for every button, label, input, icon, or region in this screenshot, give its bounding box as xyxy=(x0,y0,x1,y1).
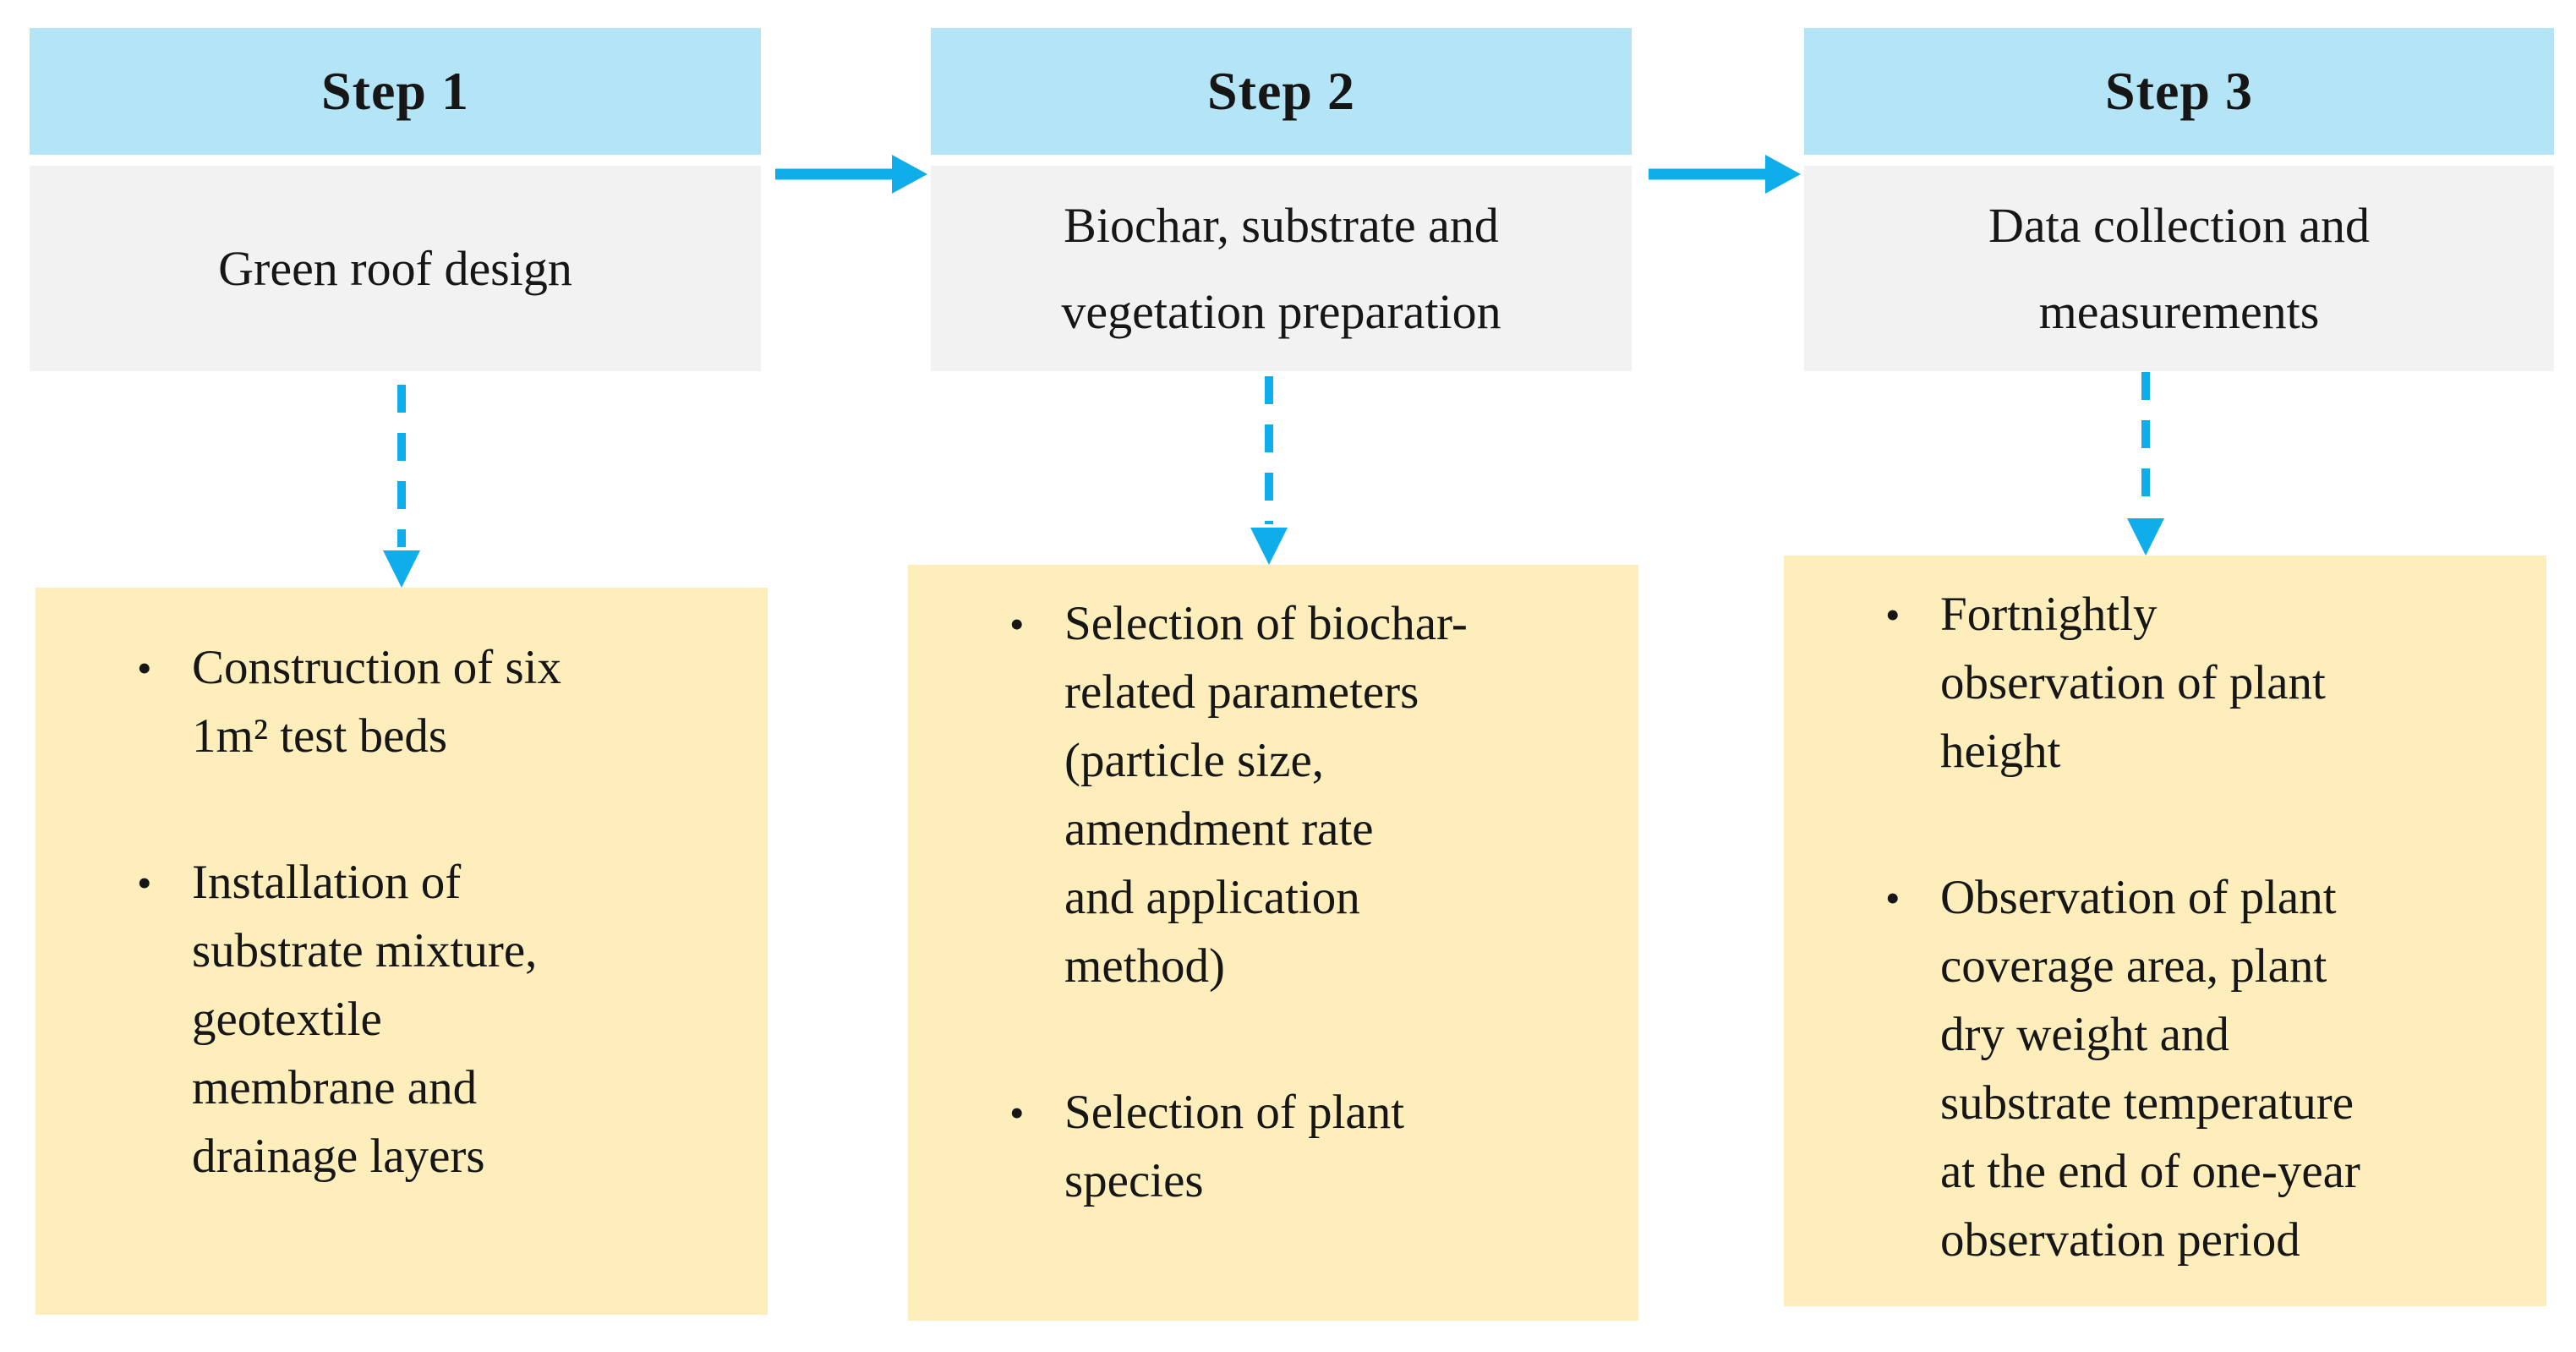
step1-stage-box: Green roof design xyxy=(30,166,761,371)
bullet-icon: • xyxy=(1885,873,1901,922)
step2-header-label: Step 2 xyxy=(1207,61,1355,121)
step3-header-label: Step 3 xyxy=(2105,61,2253,121)
step1-header-label: Step 1 xyxy=(321,61,469,121)
step3-bullet-list: • Fortnightly observation of plant heigh… xyxy=(1784,556,2546,1274)
list-item: • Construction of six 1m² test beds xyxy=(137,634,734,771)
list-item: • Observation of plant coverage area, pl… xyxy=(1885,864,2513,1275)
bullet-icon: • xyxy=(137,644,152,692)
step3-header: Step 3 xyxy=(1804,28,2554,155)
step1-header: Step 1 xyxy=(30,28,761,155)
step2-stage-box: Biochar, substrate and vegetation prepar… xyxy=(931,166,1632,371)
bullet-text: Selection of biochar- related parameters… xyxy=(1064,597,1468,993)
dashed-down-arrow-icon xyxy=(383,385,420,588)
bullet-icon: • xyxy=(1009,600,1025,648)
step2-header: Step 2 xyxy=(931,28,1632,155)
list-item: • Selection of biochar- related paramete… xyxy=(1009,590,1605,1001)
list-item: • Selection of plant species xyxy=(1009,1079,1605,1216)
step1-bullet-list: • Construction of six 1m² test beds • In… xyxy=(36,588,768,1191)
bullet-text: Construction of six 1m² test beds xyxy=(192,641,561,763)
step1-note-box: • Construction of six 1m² test beds • In… xyxy=(36,588,768,1315)
bullet-text: Fortnightly observation of plant height xyxy=(1940,588,2326,778)
bullet-text: Selection of plant species xyxy=(1064,1085,1405,1207)
step1-stage-label: Green roof design xyxy=(218,240,572,296)
bullet-text: Installation of substrate mixture, geote… xyxy=(192,855,538,1183)
step2-note-box: • Selection of biochar- related paramete… xyxy=(908,565,1638,1321)
bullet-text: Observation of plant coverage area, plan… xyxy=(1940,870,2360,1267)
step3-stage-box: Data collection and measurements xyxy=(1804,166,2554,371)
bullet-icon: • xyxy=(1009,1088,1025,1136)
bullet-icon: • xyxy=(1885,591,1901,638)
list-item: • Installation of substrate mixture, geo… xyxy=(137,849,734,1191)
step2-stage-label: Biochar, substrate and vegetation prepar… xyxy=(1061,198,1501,339)
step3-note-box: • Fortnightly observation of plant heigh… xyxy=(1784,556,2546,1306)
right-arrow-icon xyxy=(1649,155,1801,194)
step2-bullet-list: • Selection of biochar- related paramete… xyxy=(908,565,1638,1216)
right-arrow-icon xyxy=(775,155,927,194)
dashed-down-arrow-icon xyxy=(2127,372,2164,556)
bullet-icon: • xyxy=(137,858,152,906)
dashed-down-arrow-icon xyxy=(1250,376,1288,565)
list-item: • Fortnightly observation of plant heigh… xyxy=(1885,581,2513,786)
step3-stage-label: Data collection and measurements xyxy=(1988,198,2370,339)
